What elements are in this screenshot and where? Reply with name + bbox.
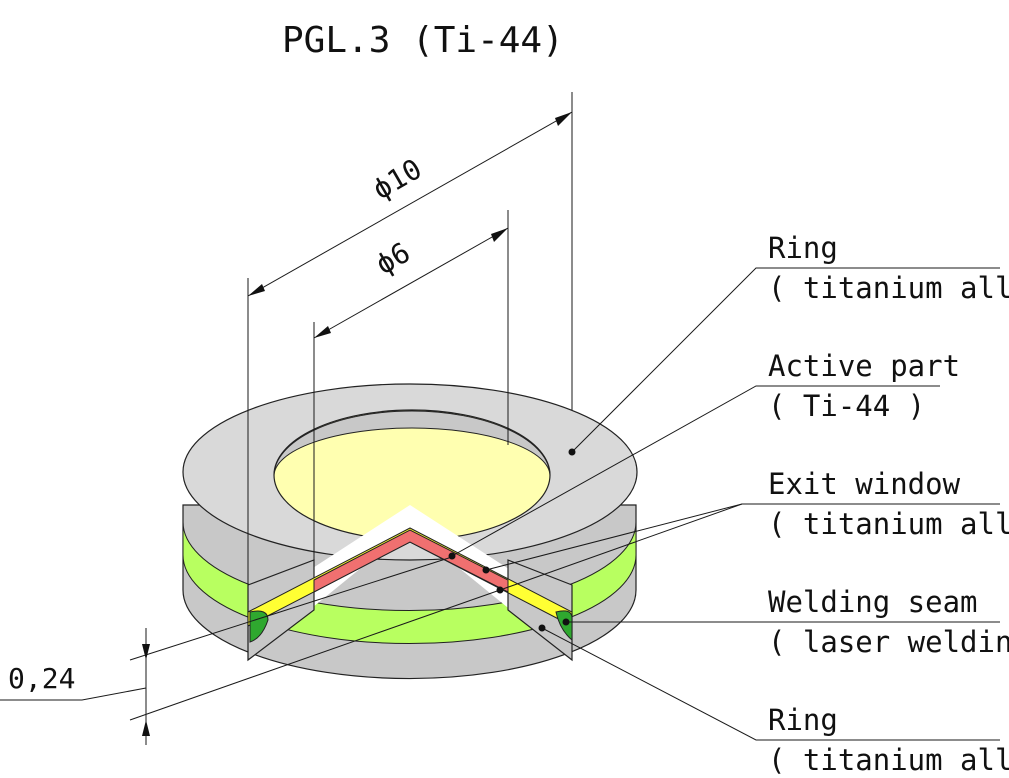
callout-ring-bottom-name: Ring (768, 703, 838, 737)
callout-ring-bottom-material: ( titanium alloy ) (768, 743, 1009, 777)
callout-ring-top-material: ( titanium alloy ) (768, 271, 1009, 305)
callout-welding-seam-name: Welding seam (768, 585, 978, 619)
callout-ring-top-name: Ring (768, 231, 838, 265)
weld-seam-left (249, 610, 269, 643)
callout-welding-seam-material: ( laser welding ) (768, 625, 1009, 659)
callout-active-part-name: Active part (768, 349, 960, 383)
active-layer (313, 529, 509, 593)
component-body (182, 383, 638, 680)
inner-hole-rim (273, 410, 551, 477)
callout-active-part-material: ( Ti-44 ) (768, 389, 925, 423)
drawing-title: PGL.3 (Ti-44) (282, 20, 564, 61)
dimension-inner-diameter: ϕ6 (370, 236, 416, 281)
dimension-thickness: 0,24 (8, 662, 75, 695)
callout-exit-window-name: Exit window (768, 467, 961, 501)
callout-exit-window-material: ( titanium alloy ) (768, 507, 1009, 541)
weld-seam-right (555, 610, 573, 642)
callout-leaders (448, 267, 1000, 741)
dimension-lines (0, 92, 573, 745)
dimension-outer-diameter: ϕ10 (367, 152, 427, 206)
